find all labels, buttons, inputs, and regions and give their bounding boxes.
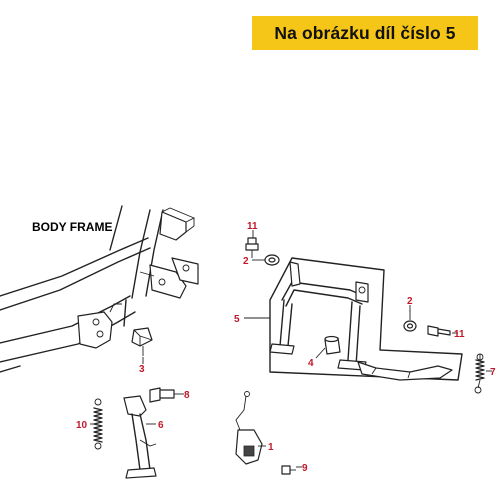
part-highlight-banner: Na obrázku díl číslo 5 [252, 16, 478, 50]
part-label-7: 7 [490, 367, 496, 378]
body-frame-label: BODY FRAME [32, 220, 112, 234]
body-frame-drawing [0, 205, 199, 373]
part-label-1: 1 [268, 442, 274, 453]
part-label-10: 10 [76, 420, 88, 431]
part-6-side-stand [123, 395, 157, 479]
part-3-rubber-block [131, 327, 153, 356]
part-9-screw [281, 465, 296, 475]
part-label-2-top: 2 [243, 256, 249, 267]
part-2-washer-top [264, 254, 280, 266]
part-label-9: 9 [302, 463, 308, 474]
part-8-pivot-bolt [149, 387, 178, 403]
part-label-4: 4 [308, 358, 314, 369]
part-11-bolt-top [245, 237, 259, 258]
part-7-spring [474, 353, 485, 394]
leader-lines [90, 230, 492, 468]
part-11-bolt-right [427, 325, 451, 337]
part-label-6: 6 [158, 420, 164, 431]
part-label-3: 3 [139, 364, 145, 375]
part-4-collar [324, 335, 341, 355]
part-label-11-right: 11 [454, 329, 465, 340]
part-1-stand-switch [235, 391, 263, 465]
part-10-spring [93, 398, 103, 450]
part-number-labels: 11 2 5 2 11 4 7 3 8 10 6 1 9 [76, 221, 496, 474]
banner-text: Na obrázku díl číslo 5 [274, 22, 456, 43]
part-label-8: 8 [184, 390, 190, 401]
part-label-11-top: 11 [247, 221, 258, 232]
part-2-washer-right [403, 310, 417, 332]
part-5-main-stand [269, 257, 463, 381]
part-label-5: 5 [234, 314, 240, 325]
part-label-2-right: 2 [407, 296, 413, 307]
